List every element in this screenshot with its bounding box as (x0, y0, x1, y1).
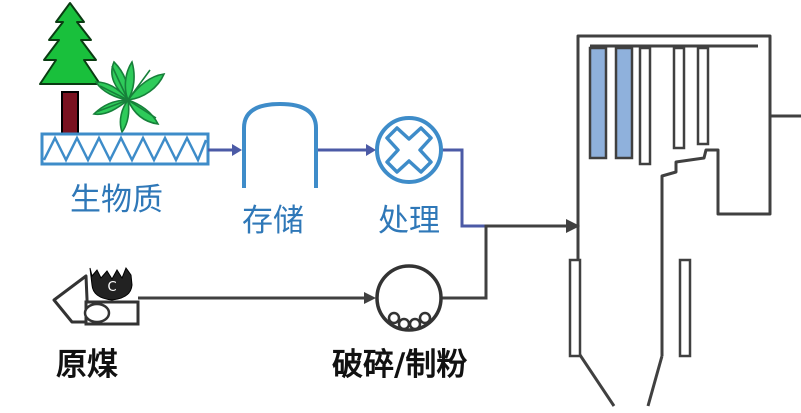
arrow-to-processing (366, 144, 376, 156)
cross-circle-icon (375, 116, 443, 184)
crushing-grinding-label: 破碎/制粉 (332, 347, 468, 383)
arrow-to-boiler (566, 219, 580, 233)
biomass-label: 生物质 (70, 182, 163, 218)
processing-label: 处理 (378, 203, 440, 239)
boiler-icon (568, 34, 801, 407)
coal-flow-lines (138, 224, 568, 300)
pine-tree-icon (39, 2, 101, 135)
coal-hopper-icon (52, 266, 140, 326)
silo-icon (242, 101, 318, 188)
screw-conveyor-icon (40, 132, 210, 166)
biomass-flow-lines (208, 148, 488, 228)
coal-symbol: C (107, 280, 116, 295)
arrow-to-storage (232, 144, 242, 156)
palm-leaf-icon (92, 60, 166, 134)
raw-coal-label: 原煤 (56, 347, 118, 383)
storage-label: 存储 (242, 203, 304, 239)
ball-mill-icon (375, 264, 443, 332)
arrow-to-mill (364, 292, 376, 304)
boiler-tubes (568, 46, 710, 358)
